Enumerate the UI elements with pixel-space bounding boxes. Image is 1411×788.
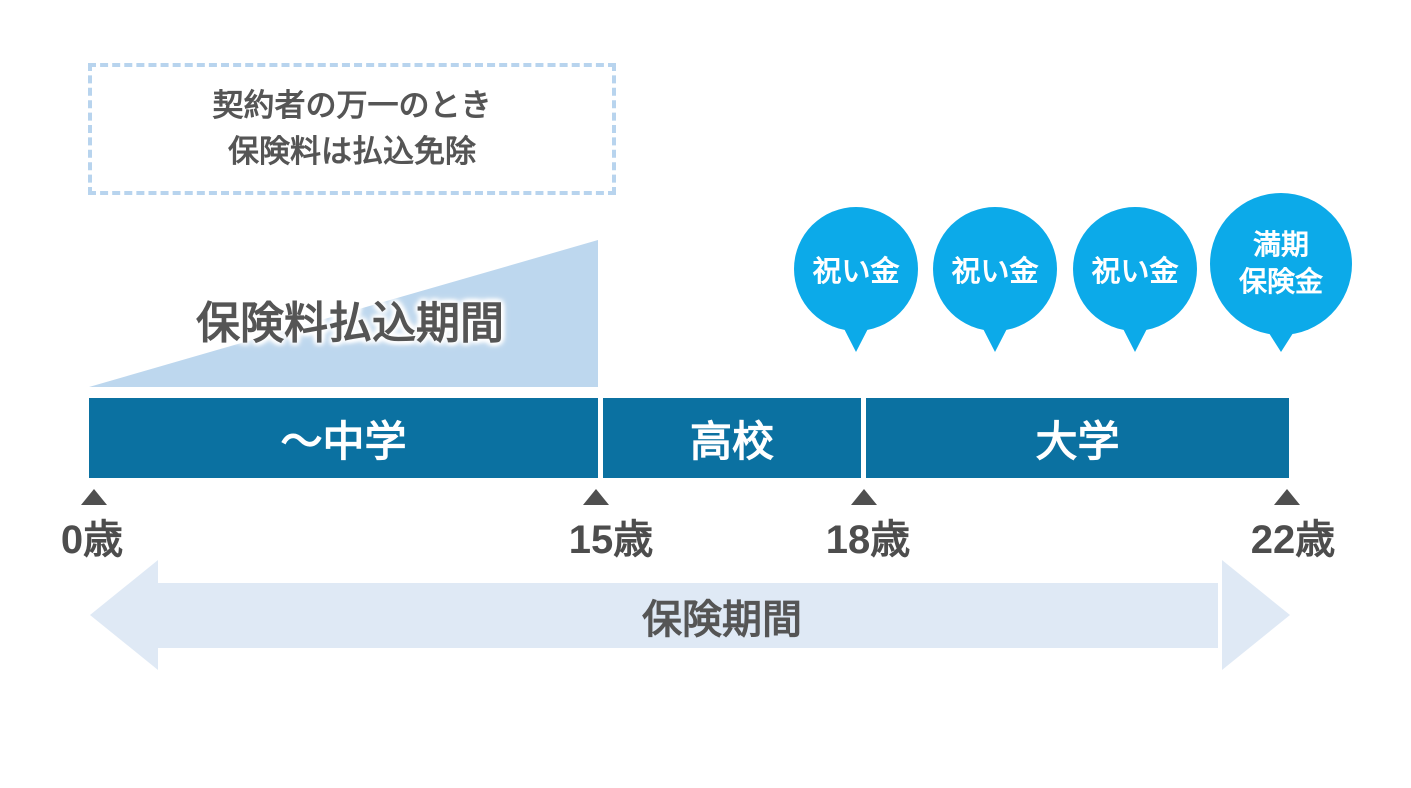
arrow-left-head-icon [90, 560, 158, 670]
age-marker-triangle-icon [583, 489, 609, 505]
age-label-22: 22歳 [1250, 518, 1336, 562]
age-label-18: 18歳 [825, 518, 911, 562]
payout-bubble-maturity: 満期 保険金 [1210, 193, 1352, 352]
age-marker-triangle-icon [851, 489, 877, 505]
arrow-right-head-icon [1222, 560, 1290, 670]
insurance-period-arrow [158, 583, 1218, 648]
maturity-benefit-label: 満期 保険金 [1210, 193, 1352, 335]
payout-bubble-2: 祝い金 [933, 207, 1057, 352]
segment-university: 大学 [866, 398, 1289, 478]
payout-bubble-label: 祝い金 [794, 207, 918, 331]
payout-bubble-3: 祝い金 [1073, 207, 1197, 352]
premium-payment-period-label: 保険料払込期間 [196, 299, 504, 348]
segment-through-middle-school: ～中学 [89, 398, 598, 478]
school-timeline-bar: ～中学 高校 大学 [89, 398, 1289, 478]
maturity-benefit-line1: 満期 [1252, 229, 1309, 261]
age-marker-triangle-icon [81, 489, 107, 505]
age-label-15: 15歳 [568, 518, 654, 562]
waiver-note-line2: 保険料は払込免除 [228, 134, 476, 169]
segment-high-school: 高校 [603, 398, 861, 478]
age-label-0: 0歳 [60, 518, 124, 562]
waiver-note-line1: 契約者の万一のとき [212, 87, 492, 123]
payout-bubble-label: 祝い金 [1073, 207, 1197, 331]
maturity-benefit-line2: 保険金 [1238, 266, 1323, 297]
insurance-period-label: 保険期間 [642, 597, 802, 642]
payout-bubble-1: 祝い金 [794, 207, 918, 352]
premium-waiver-note-box: 契約者の万一のとき 保険料は払込免除 [88, 63, 616, 195]
age-marker-triangle-icon [1274, 489, 1300, 505]
payout-bubble-label: 祝い金 [933, 207, 1057, 331]
